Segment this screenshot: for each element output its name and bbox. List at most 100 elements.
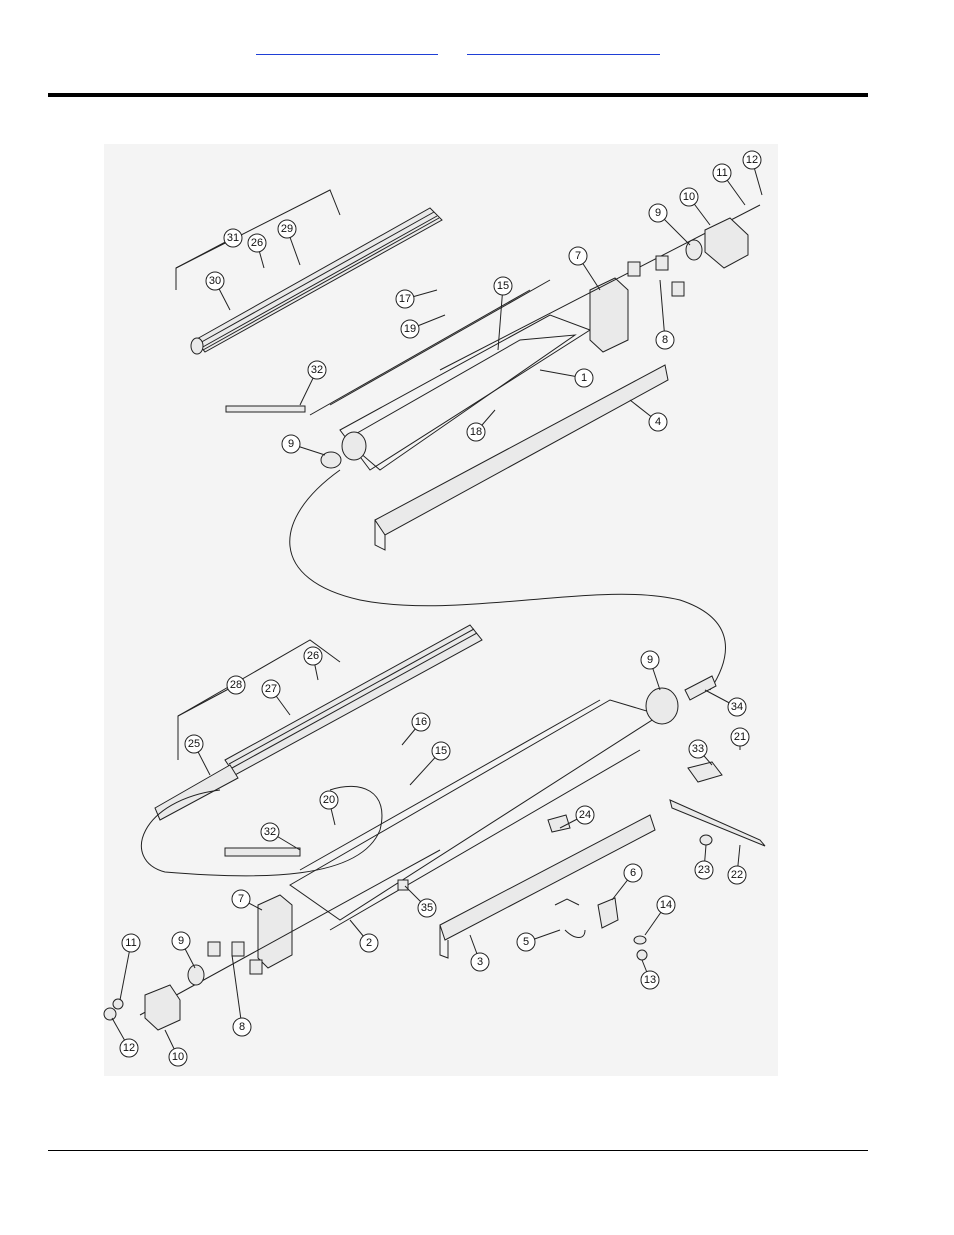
callout-5: 5 bbox=[517, 933, 535, 951]
callout-label: 5 bbox=[523, 936, 529, 948]
callout-21: 21 bbox=[731, 728, 749, 746]
callout-13: 13 bbox=[641, 971, 659, 989]
plate-6 bbox=[598, 898, 618, 928]
callout-9: 9 bbox=[282, 435, 300, 453]
callout-1: 1 bbox=[575, 369, 593, 387]
callout-label: 32 bbox=[311, 364, 323, 376]
callout-label: 23 bbox=[698, 864, 710, 876]
callout-label: 6 bbox=[630, 867, 636, 879]
callout-label: 9 bbox=[178, 935, 184, 947]
nut-23 bbox=[700, 835, 712, 845]
clip-5 bbox=[555, 899, 585, 938]
shaft-34 bbox=[685, 676, 716, 700]
callout-label: 11 bbox=[125, 937, 136, 949]
callout-16: 16 bbox=[412, 713, 430, 731]
nut-13 bbox=[637, 950, 647, 960]
callout-label: 31 bbox=[227, 232, 239, 244]
callout-label: 34 bbox=[731, 701, 743, 713]
callout-label: 33 bbox=[692, 743, 704, 755]
callout-label: 20 bbox=[323, 794, 335, 806]
fitting-35 bbox=[398, 880, 408, 890]
callout-26: 26 bbox=[304, 647, 322, 665]
callout-8: 8 bbox=[233, 1018, 251, 1036]
callout-label: 15 bbox=[435, 745, 447, 757]
callout-label: 24 bbox=[579, 809, 591, 821]
callout-label: 14 bbox=[660, 899, 672, 911]
callout-3: 3 bbox=[471, 953, 489, 971]
callout-6: 6 bbox=[624, 864, 642, 882]
callout-14: 14 bbox=[657, 896, 675, 914]
callout-label: 17 bbox=[399, 293, 411, 305]
callout-9: 9 bbox=[641, 651, 659, 669]
callout-label: 25 bbox=[188, 738, 200, 750]
callout-label: 9 bbox=[647, 654, 653, 666]
callout-leader-31 bbox=[176, 238, 233, 268]
callout-label: 12 bbox=[123, 1042, 135, 1054]
callout-label: 10 bbox=[683, 191, 695, 203]
callout-label: 15 bbox=[497, 280, 509, 292]
callout-7: 7 bbox=[232, 890, 250, 908]
callout-32: 32 bbox=[308, 361, 326, 379]
callout-10: 10 bbox=[680, 188, 698, 206]
callout-label: 29 bbox=[281, 223, 293, 235]
callout-11: 11 bbox=[122, 934, 140, 952]
callout-9: 9 bbox=[649, 204, 667, 222]
callout-label: 21 bbox=[734, 731, 746, 743]
callout-35: 35 bbox=[418, 899, 436, 917]
callout-25: 25 bbox=[185, 735, 203, 753]
callout-label: 16 bbox=[415, 716, 427, 728]
callout-label: 30 bbox=[209, 275, 221, 287]
callout-label: 4 bbox=[655, 416, 661, 428]
upper-bushing-8c bbox=[672, 282, 684, 296]
callout-22: 22 bbox=[728, 866, 746, 884]
callout-15: 15 bbox=[494, 277, 512, 295]
callout-label: 8 bbox=[662, 334, 668, 346]
callout-32: 32 bbox=[261, 823, 279, 841]
callout-label: 27 bbox=[265, 683, 277, 695]
callout-12: 12 bbox=[743, 151, 761, 169]
lower-seal-9 bbox=[188, 965, 204, 985]
lower-flange-bearing-10 bbox=[145, 985, 180, 1030]
upper-cover-rail bbox=[375, 365, 668, 550]
callout-label: 7 bbox=[575, 250, 581, 262]
callout-34: 34 bbox=[728, 698, 746, 716]
upper-flange-bearing-10 bbox=[705, 218, 748, 268]
washer-14 bbox=[634, 936, 646, 944]
callout-30: 30 bbox=[206, 272, 224, 290]
callout-label: 2 bbox=[366, 937, 372, 949]
upper-bearing-plate-7 bbox=[590, 278, 628, 352]
callout-label: 18 bbox=[470, 426, 482, 438]
callout-11: 11 bbox=[713, 164, 731, 182]
callout-27: 27 bbox=[262, 680, 280, 698]
callout-label: 19 bbox=[404, 323, 416, 335]
callout-28: 28 bbox=[227, 676, 245, 694]
lower-strip-32 bbox=[225, 848, 300, 856]
callout-4: 4 bbox=[649, 413, 667, 431]
callout-9: 9 bbox=[172, 932, 190, 950]
callout-label: 28 bbox=[230, 679, 242, 691]
lower-washer-11 bbox=[113, 999, 123, 1009]
callout-7: 7 bbox=[569, 247, 587, 265]
callout-17: 17 bbox=[396, 290, 414, 308]
callout-20: 20 bbox=[320, 791, 338, 809]
upper-strip-32 bbox=[226, 406, 305, 412]
callout-2: 2 bbox=[360, 934, 378, 952]
lower-bearing-plate-7 bbox=[258, 895, 292, 968]
callout-label: 22 bbox=[731, 869, 743, 881]
callout-31: 31 bbox=[224, 229, 242, 247]
callout-33: 33 bbox=[689, 740, 707, 758]
callout-24: 24 bbox=[576, 806, 594, 824]
callout-leader-15 bbox=[498, 286, 503, 350]
callout-8: 8 bbox=[656, 331, 674, 349]
chain-path bbox=[290, 470, 726, 690]
callout-leader-8 bbox=[232, 955, 242, 1027]
callout-label: 26 bbox=[251, 237, 263, 249]
callout-label: 8 bbox=[239, 1021, 245, 1033]
callout-15: 15 bbox=[432, 742, 450, 760]
callout-label: 1 bbox=[581, 372, 587, 384]
callout-label: 3 bbox=[477, 956, 483, 968]
upper-bushing-8a bbox=[628, 262, 640, 276]
callout-26: 26 bbox=[248, 234, 266, 252]
lower-nut-12 bbox=[104, 1008, 116, 1020]
